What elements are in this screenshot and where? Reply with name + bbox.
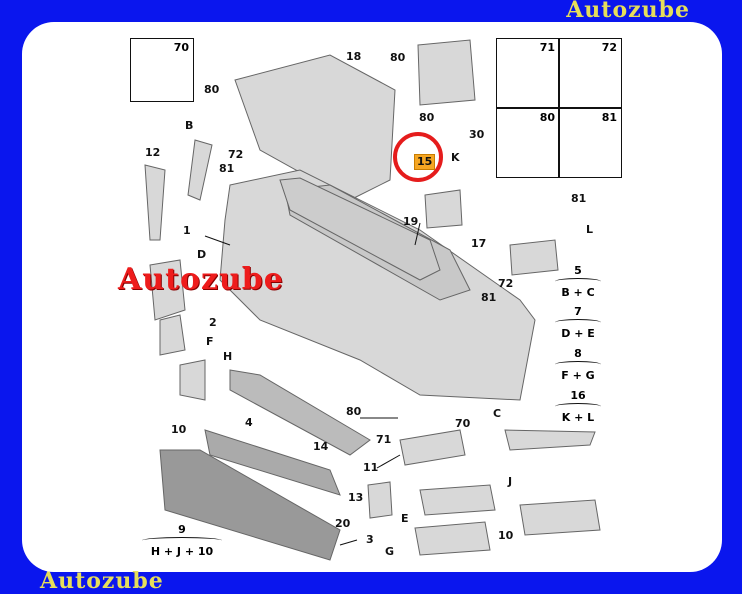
part-bumper [219,169,536,401]
part-G [414,521,491,556]
part-3-grille [159,449,341,561]
part-B [187,139,213,201]
fastener-81-label: 81 [601,111,617,124]
callout-81: 81 [481,291,497,304]
callout-15-highlighted[interactable]: 15 [414,154,436,170]
callout-2: 2 [209,316,217,329]
part-J [519,499,601,536]
part-11 [399,429,466,466]
callout-10: 10 [498,529,514,542]
part-14-grille [204,429,341,496]
part-19 [279,177,441,281]
callout-80: 80 [204,83,220,96]
watermark-bottom: Autozube [40,568,164,594]
fastener-grid: 71 72 80 81 [496,38,622,178]
callout-J: J [508,475,513,488]
callout-D: D [197,248,207,261]
callout-12: 12 [145,146,161,159]
fastener-80-label: 80 [539,111,555,124]
callout-F: F [206,335,214,348]
fastener-72-label: 72 [601,41,617,54]
watermark-top: Autozube [566,0,690,23]
callout-17: 17 [471,237,487,250]
part-F [159,314,186,356]
part-C [504,429,596,451]
callout-72: 72 [498,277,514,290]
callout-81: 81 [219,162,235,175]
watermark-center: Autozube [118,262,284,297]
part-E [419,484,496,516]
callout-80: 80 [419,111,435,124]
part-20 [367,481,393,519]
fastener-71-label: 71 [539,41,555,54]
callout-11: 11 [363,461,379,474]
callout-19: 19 [403,215,419,228]
callout-B: B [185,119,194,132]
callout-80: 80 [346,405,362,418]
callout-30: 30 [469,128,485,141]
part-4-grille [229,369,371,456]
callout-L: L [586,223,594,236]
highlight-ring [393,132,443,182]
callout-72: 72 [228,148,244,161]
callout-20: 20 [335,517,351,530]
callout-4: 4 [245,416,253,429]
part-12 [144,164,166,241]
callout-G: G [385,545,395,558]
callout-3: 3 [366,533,374,546]
callout-H: H [223,350,233,363]
callout-14: 14 [313,440,329,453]
callout-10: 10 [171,423,187,436]
callout-K: K [451,151,460,164]
callout-70: 70 [455,417,471,430]
part-L [509,239,559,276]
part-upper-bracket [234,54,396,201]
part-K [424,189,463,229]
callout-E: E [401,512,409,525]
callout-13: 13 [348,491,364,504]
part-D [149,259,186,321]
callout-71: 71 [376,433,392,446]
part-30 [417,39,476,106]
callout-80: 80 [390,51,406,64]
fastener-box-70: 70 [130,38,194,102]
callout-1: 1 [183,224,191,237]
callout-C: C [493,407,502,420]
callout-81: 81 [571,192,587,205]
callout-18: 18 [346,50,362,63]
part-H [179,359,206,401]
